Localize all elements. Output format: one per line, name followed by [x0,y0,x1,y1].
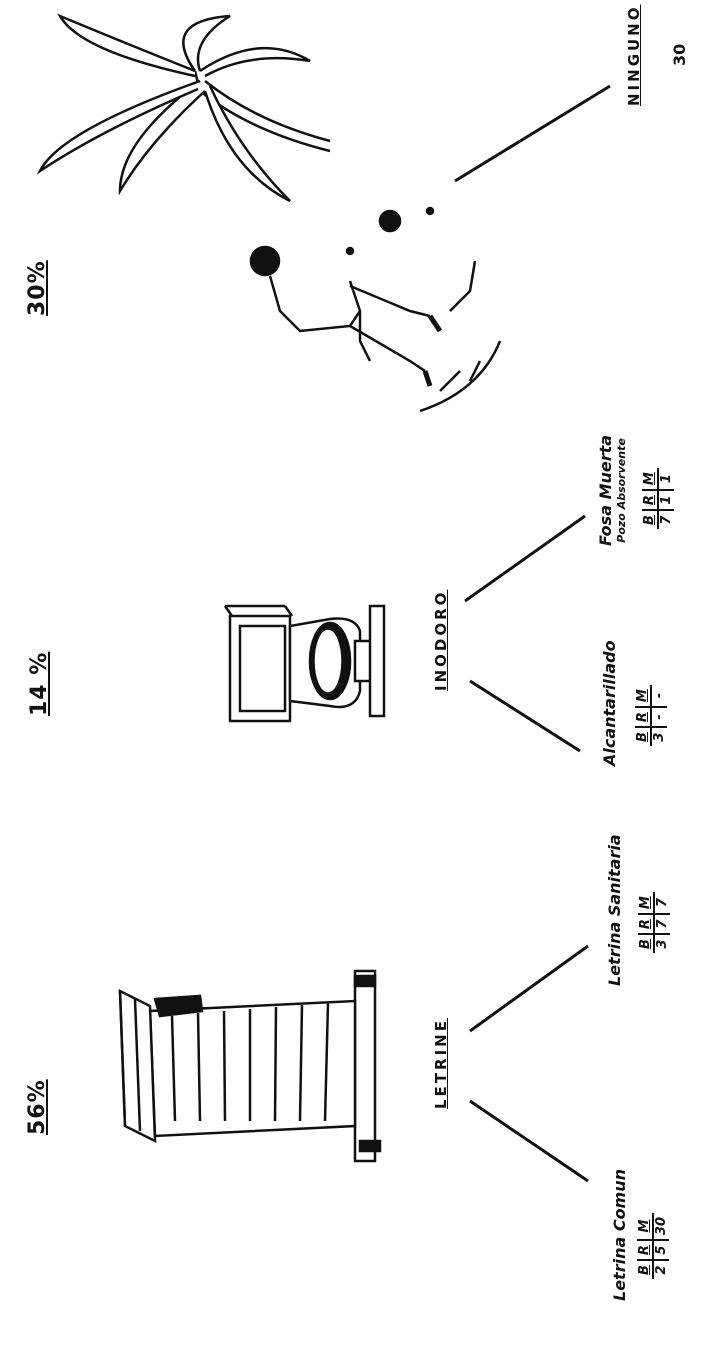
toilet-illustration [223,604,386,723]
value-m: 7 [654,892,670,915]
value-m: - [651,685,667,708]
fosa-muerta-text: Fosa Muerta [596,434,615,546]
value-r: - [651,707,667,728]
connector-ninguno [454,84,611,183]
fosa-label: Fosa Muerta Pozo Absorvente [596,435,628,546]
header-m: M [638,892,654,915]
header-m: M [637,1212,653,1241]
value-r: 7 [654,914,670,935]
value-r: 5 [653,1240,669,1261]
connector-fosa [464,514,586,603]
header-r: R [635,707,651,728]
value-b: 3 [652,732,667,742]
connector-alcantarillado [469,679,581,753]
alcantarillado-label: Alcantarillado [600,640,619,766]
letrina-sanitaria-label: Letrina Sanitaria [605,834,624,986]
value-m: 30 [653,1212,669,1241]
header-m: M [635,685,651,708]
value-m: 1 [658,468,674,491]
header-r: R [637,1240,653,1261]
value-b: 3 [655,939,670,949]
connector-letrina-comun [469,1099,589,1183]
header-r: R [642,490,658,511]
value-r: 1 [658,490,674,511]
inodoro-label: INODORO [432,589,450,691]
header-b: B [642,510,658,529]
header-b: B [638,934,654,953]
header-r: R [638,914,654,935]
letrina-comun-label: Letrina Comun [610,1168,629,1301]
pozo-absorvente-text: Pozo Absorvente [615,438,628,543]
ninguno-percent: 30% [25,260,50,316]
latrine-illustration [118,969,382,1163]
connector-letrina-sanitaria [469,944,589,1033]
letrina-percent: 56% [25,1079,50,1135]
header-m: M [642,468,658,491]
ninguno-label: NINGUNO [625,4,643,107]
connector-lines [454,84,611,1183]
inodoro-percent: 14 % [27,651,52,716]
header-b: B [635,727,651,746]
letrina-label: LETRINE [432,1018,450,1109]
value-b: 7 [659,515,674,525]
ninguno-value: 30 [670,43,689,66]
palm-and-person-illustration [36,13,502,413]
value-b: 2 [654,1265,669,1275]
header-b: B [637,1260,653,1279]
